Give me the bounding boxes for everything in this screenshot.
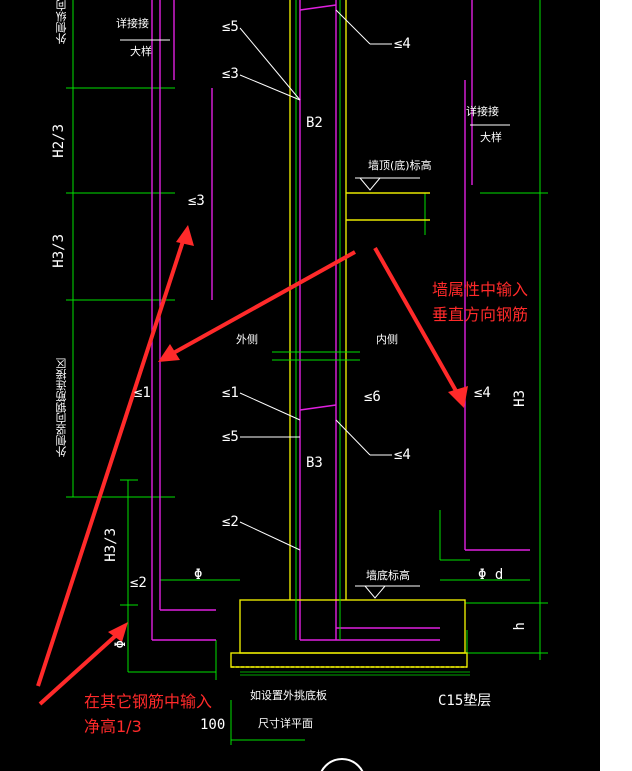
outer-side-label: 外侧 bbox=[236, 333, 258, 346]
wall-top-elevation-label: 墙顶(底)标高 bbox=[368, 159, 432, 172]
dim-100: 100 bbox=[200, 717, 226, 733]
bar-3-left: ≤3 bbox=[188, 193, 205, 209]
right-margin bbox=[600, 0, 632, 771]
section-b3-label: B3 bbox=[306, 455, 323, 471]
bar-2-mid: ≤2 bbox=[222, 514, 239, 530]
detail-label-top-left: 详接接 bbox=[116, 17, 149, 30]
leader-lines bbox=[120, 9, 510, 599]
annotation-wall-attribute: 墙属性中输入 垂直方向钢筋 bbox=[432, 280, 529, 324]
detail-sublabel-top-left: 大样 bbox=[130, 45, 152, 58]
bar-1-left: ≤1 bbox=[134, 385, 151, 401]
left-dimension-chain bbox=[66, 0, 305, 745]
dim-h: h bbox=[512, 622, 528, 631]
bar-6: ≤6 bbox=[364, 389, 381, 405]
wall-outline bbox=[230, 0, 468, 668]
wall-ties bbox=[272, 0, 360, 640]
cushion-label: C15垫层 bbox=[438, 693, 492, 709]
left-vertical-note-mid: 外侧竖向钢筋连接区 bbox=[55, 358, 68, 457]
phi-bottom-label: Φ bbox=[113, 640, 129, 649]
left-vertical-note-top: 外侧纵向 bbox=[55, 0, 68, 44]
bottom-note-1: 如设置外挑底板 bbox=[250, 689, 327, 702]
right-dimension-chain bbox=[160, 0, 548, 660]
phi-left-label: Φ bbox=[194, 567, 203, 583]
dim-h3-3-upper: H3/3 bbox=[51, 234, 67, 268]
red-annotation-arrows bbox=[36, 225, 468, 706]
bar-5-mid: ≤5 bbox=[222, 429, 239, 445]
inner-side-label: 内侧 bbox=[376, 333, 398, 346]
soil-hatch bbox=[240, 671, 470, 676]
dim-h3: H3 bbox=[512, 390, 528, 407]
dim-h2-3: H2/3 bbox=[51, 124, 67, 158]
phi-right-label: Φ d bbox=[478, 567, 504, 583]
wall-bottom-elevation-label: 墙底标高 bbox=[366, 569, 410, 582]
bar-3-top: ≤3 bbox=[222, 66, 239, 82]
detail-sublabel-top-right: 大样 bbox=[480, 131, 502, 144]
bar-1-mid: ≤1 bbox=[222, 385, 239, 401]
bar-2-left: ≤2 bbox=[130, 575, 147, 591]
dim-h3-3-lower: H3/3 bbox=[103, 528, 119, 562]
bar-4-right: ≤4 bbox=[474, 385, 491, 401]
bar-4-top: ≤4 bbox=[394, 36, 411, 52]
bar-4-mid: ≤4 bbox=[394, 447, 411, 463]
rebar-lines bbox=[151, 0, 530, 641]
section-b2-label: B2 bbox=[306, 115, 323, 131]
annotation-other-rebar: 在其它钢筋中输入 净高1/3 bbox=[84, 692, 213, 736]
structural-detail-drawing bbox=[36, 0, 548, 745]
detail-label-top-right: 详接接 bbox=[466, 105, 499, 118]
bar-5-top: ≤5 bbox=[222, 19, 239, 35]
bottom-note-2: 尺寸详平面 bbox=[258, 717, 313, 730]
